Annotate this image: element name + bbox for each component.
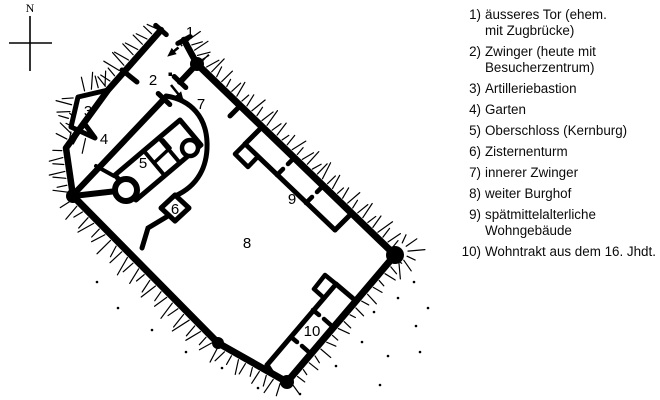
- southwest-wall-tower: [212, 337, 224, 349]
- castle-ground-plan: 1 2 3 4 5 6 7 8 9 10 N: [9, 1, 430, 397]
- compass-icon: N: [9, 1, 52, 71]
- ring-wall-south-extension: [139, 213, 171, 251]
- legend-item: 6) Zisternenturm: [454, 144, 656, 160]
- kernburg-turret: [179, 137, 201, 159]
- legend-item: 5) Oberschloss (Kernburg): [454, 123, 656, 139]
- area-label-3: 3: [84, 103, 92, 120]
- legend-item-text: weiter Burghof: [485, 186, 572, 201]
- building-10-walls: [264, 272, 359, 376]
- legend-item-number: 9): [469, 207, 481, 222]
- legend-item: 1) äusseres Tor (ehem. mit Zugbrücke): [454, 7, 656, 39]
- entrance-path: [167, 38, 190, 101]
- area-label-5: 5: [139, 155, 147, 172]
- area-label-7: 7: [197, 96, 205, 113]
- zwinger-garden-divider: [119, 67, 140, 85]
- entrance-arrow-inner-gate: [170, 84, 184, 101]
- east-corner-tower: [386, 246, 404, 264]
- area-label-4: 4: [100, 131, 108, 148]
- legend-item-number: 2): [469, 44, 481, 59]
- gate-cap-right: [175, 34, 193, 46]
- legend-item-number: 5): [469, 123, 481, 138]
- legend-item: 2) Zwinger (heute mit Besucherzentrum): [454, 44, 656, 76]
- compass-north-label: N: [26, 1, 35, 15]
- area-label-8: 8: [243, 235, 251, 252]
- kernburg-round-tower: [112, 176, 140, 204]
- south-corner-tower: [280, 375, 294, 389]
- legend-item: 8) weiter Burghof: [454, 186, 656, 202]
- garden-south-wall: [70, 188, 120, 199]
- slope-hatching: [48, 23, 430, 397]
- courtyard-divider-stub: [227, 103, 243, 119]
- entrance-arrow-gate-1: [167, 38, 190, 57]
- area-label-9: 9: [288, 191, 296, 208]
- legend-item-text: Wohntrakt aus dem 16. Jhdt.: [485, 244, 656, 259]
- area-label-1: 1: [186, 24, 194, 41]
- legend-item: 10) Wohntrakt aus dem 16. Jhdt.: [454, 244, 656, 260]
- corner-towers: [66, 57, 404, 389]
- area-label-10: 10: [304, 323, 321, 340]
- legend-item: 9) spätmittelalterliche Wohngebäude: [454, 207, 656, 239]
- inner-gate-post: [171, 74, 189, 90]
- legend-item-number: 6): [469, 144, 481, 159]
- kernburg: [112, 117, 204, 204]
- legend-item-text: Artilleriebastion: [485, 81, 577, 96]
- legend-item: 3) Artilleriebastion: [454, 81, 656, 97]
- legend-item-text: Garten: [485, 102, 526, 117]
- legend-item-number: 7): [469, 165, 481, 180]
- legend-item-text: Oberschloss (Kernburg): [485, 123, 628, 138]
- cistern-tower: [158, 192, 192, 224]
- legend-item-text: äusseres Tor (ehem. mit Zugbrücke): [485, 7, 607, 38]
- legend-item-text: spätmittelalterliche Wohngebäude: [485, 207, 596, 238]
- legend-item-number: 4): [469, 102, 481, 117]
- inner-zwinger-ring-wall: [163, 93, 210, 199]
- legend-item: 7) innerer Zwinger: [454, 165, 656, 181]
- area-label-6: 6: [171, 201, 179, 218]
- legend-item-text: Zwinger (heute mit Besucherzentrum): [485, 44, 596, 75]
- area-label-2: 2: [149, 72, 157, 89]
- area-labels: 1 2 3 4 5 6 7 8 9 10: [84, 24, 321, 340]
- legend-item-number: 1): [469, 7, 481, 22]
- legend-item-number: 3): [469, 81, 481, 96]
- legend-item-number: 10): [461, 244, 481, 259]
- inner-gate-post: [155, 91, 173, 107]
- legend: 1) äusseres Tor (ehem. mit Zugbrücke) 2)…: [454, 7, 656, 265]
- legend-item-text: Zisternenturm: [485, 144, 568, 159]
- path-dot: [168, 72, 172, 76]
- building-9-walls: [232, 124, 355, 233]
- gate-cap-left: [153, 22, 169, 38]
- legend-item-number: 8): [469, 186, 481, 201]
- legend-item-text: innerer Zwinger: [485, 165, 579, 180]
- legend-item: 4) Garten: [454, 102, 656, 118]
- kernburg-link-wall: [94, 164, 116, 178]
- inner-walls: [70, 61, 243, 251]
